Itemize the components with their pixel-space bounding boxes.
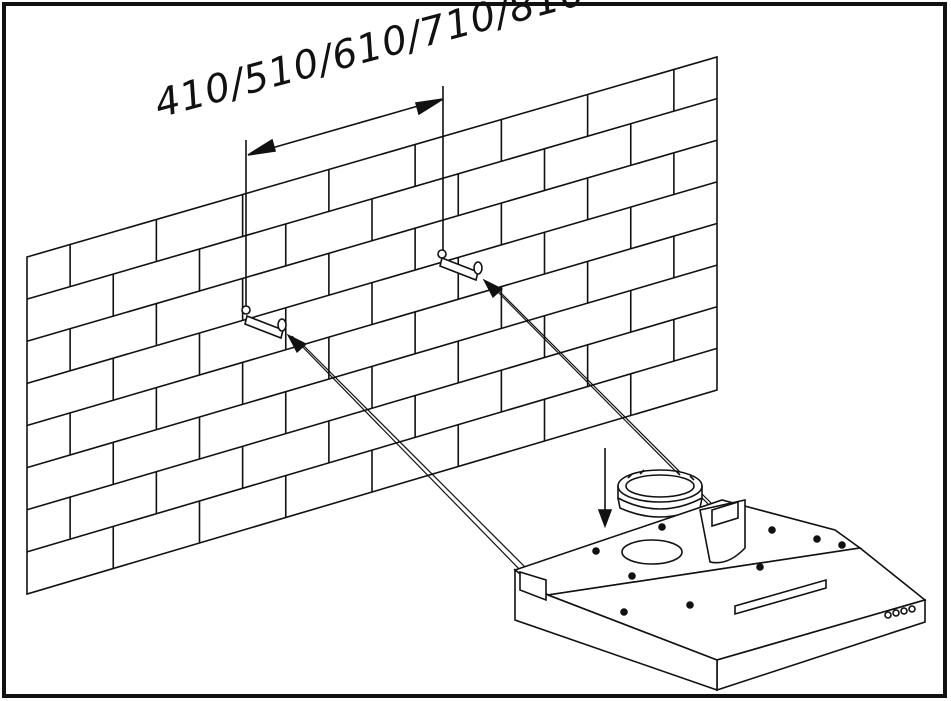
duct-hole bbox=[621, 539, 683, 565]
wall-plug-left bbox=[241, 305, 287, 340]
dimension-line bbox=[257, 101, 433, 153]
range-hood bbox=[513, 499, 927, 692]
dimension-indicator bbox=[245, 86, 444, 310]
duct-down-arrow bbox=[597, 448, 613, 529]
plug-arrow-right bbox=[482, 278, 504, 298]
duct-collar bbox=[617, 469, 703, 518]
wall-outline bbox=[26, 55, 718, 596]
control-panel bbox=[734, 578, 827, 616]
plug-arrow-left bbox=[286, 333, 308, 353]
dimension-arrow-left bbox=[247, 138, 277, 156]
hood-bracket-left bbox=[519, 570, 547, 602]
hood-bracket-right bbox=[711, 500, 739, 528]
dimension-arrow-right bbox=[414, 98, 444, 116]
wall-plug-right bbox=[437, 249, 483, 282]
brick-wall bbox=[26, 55, 718, 596]
